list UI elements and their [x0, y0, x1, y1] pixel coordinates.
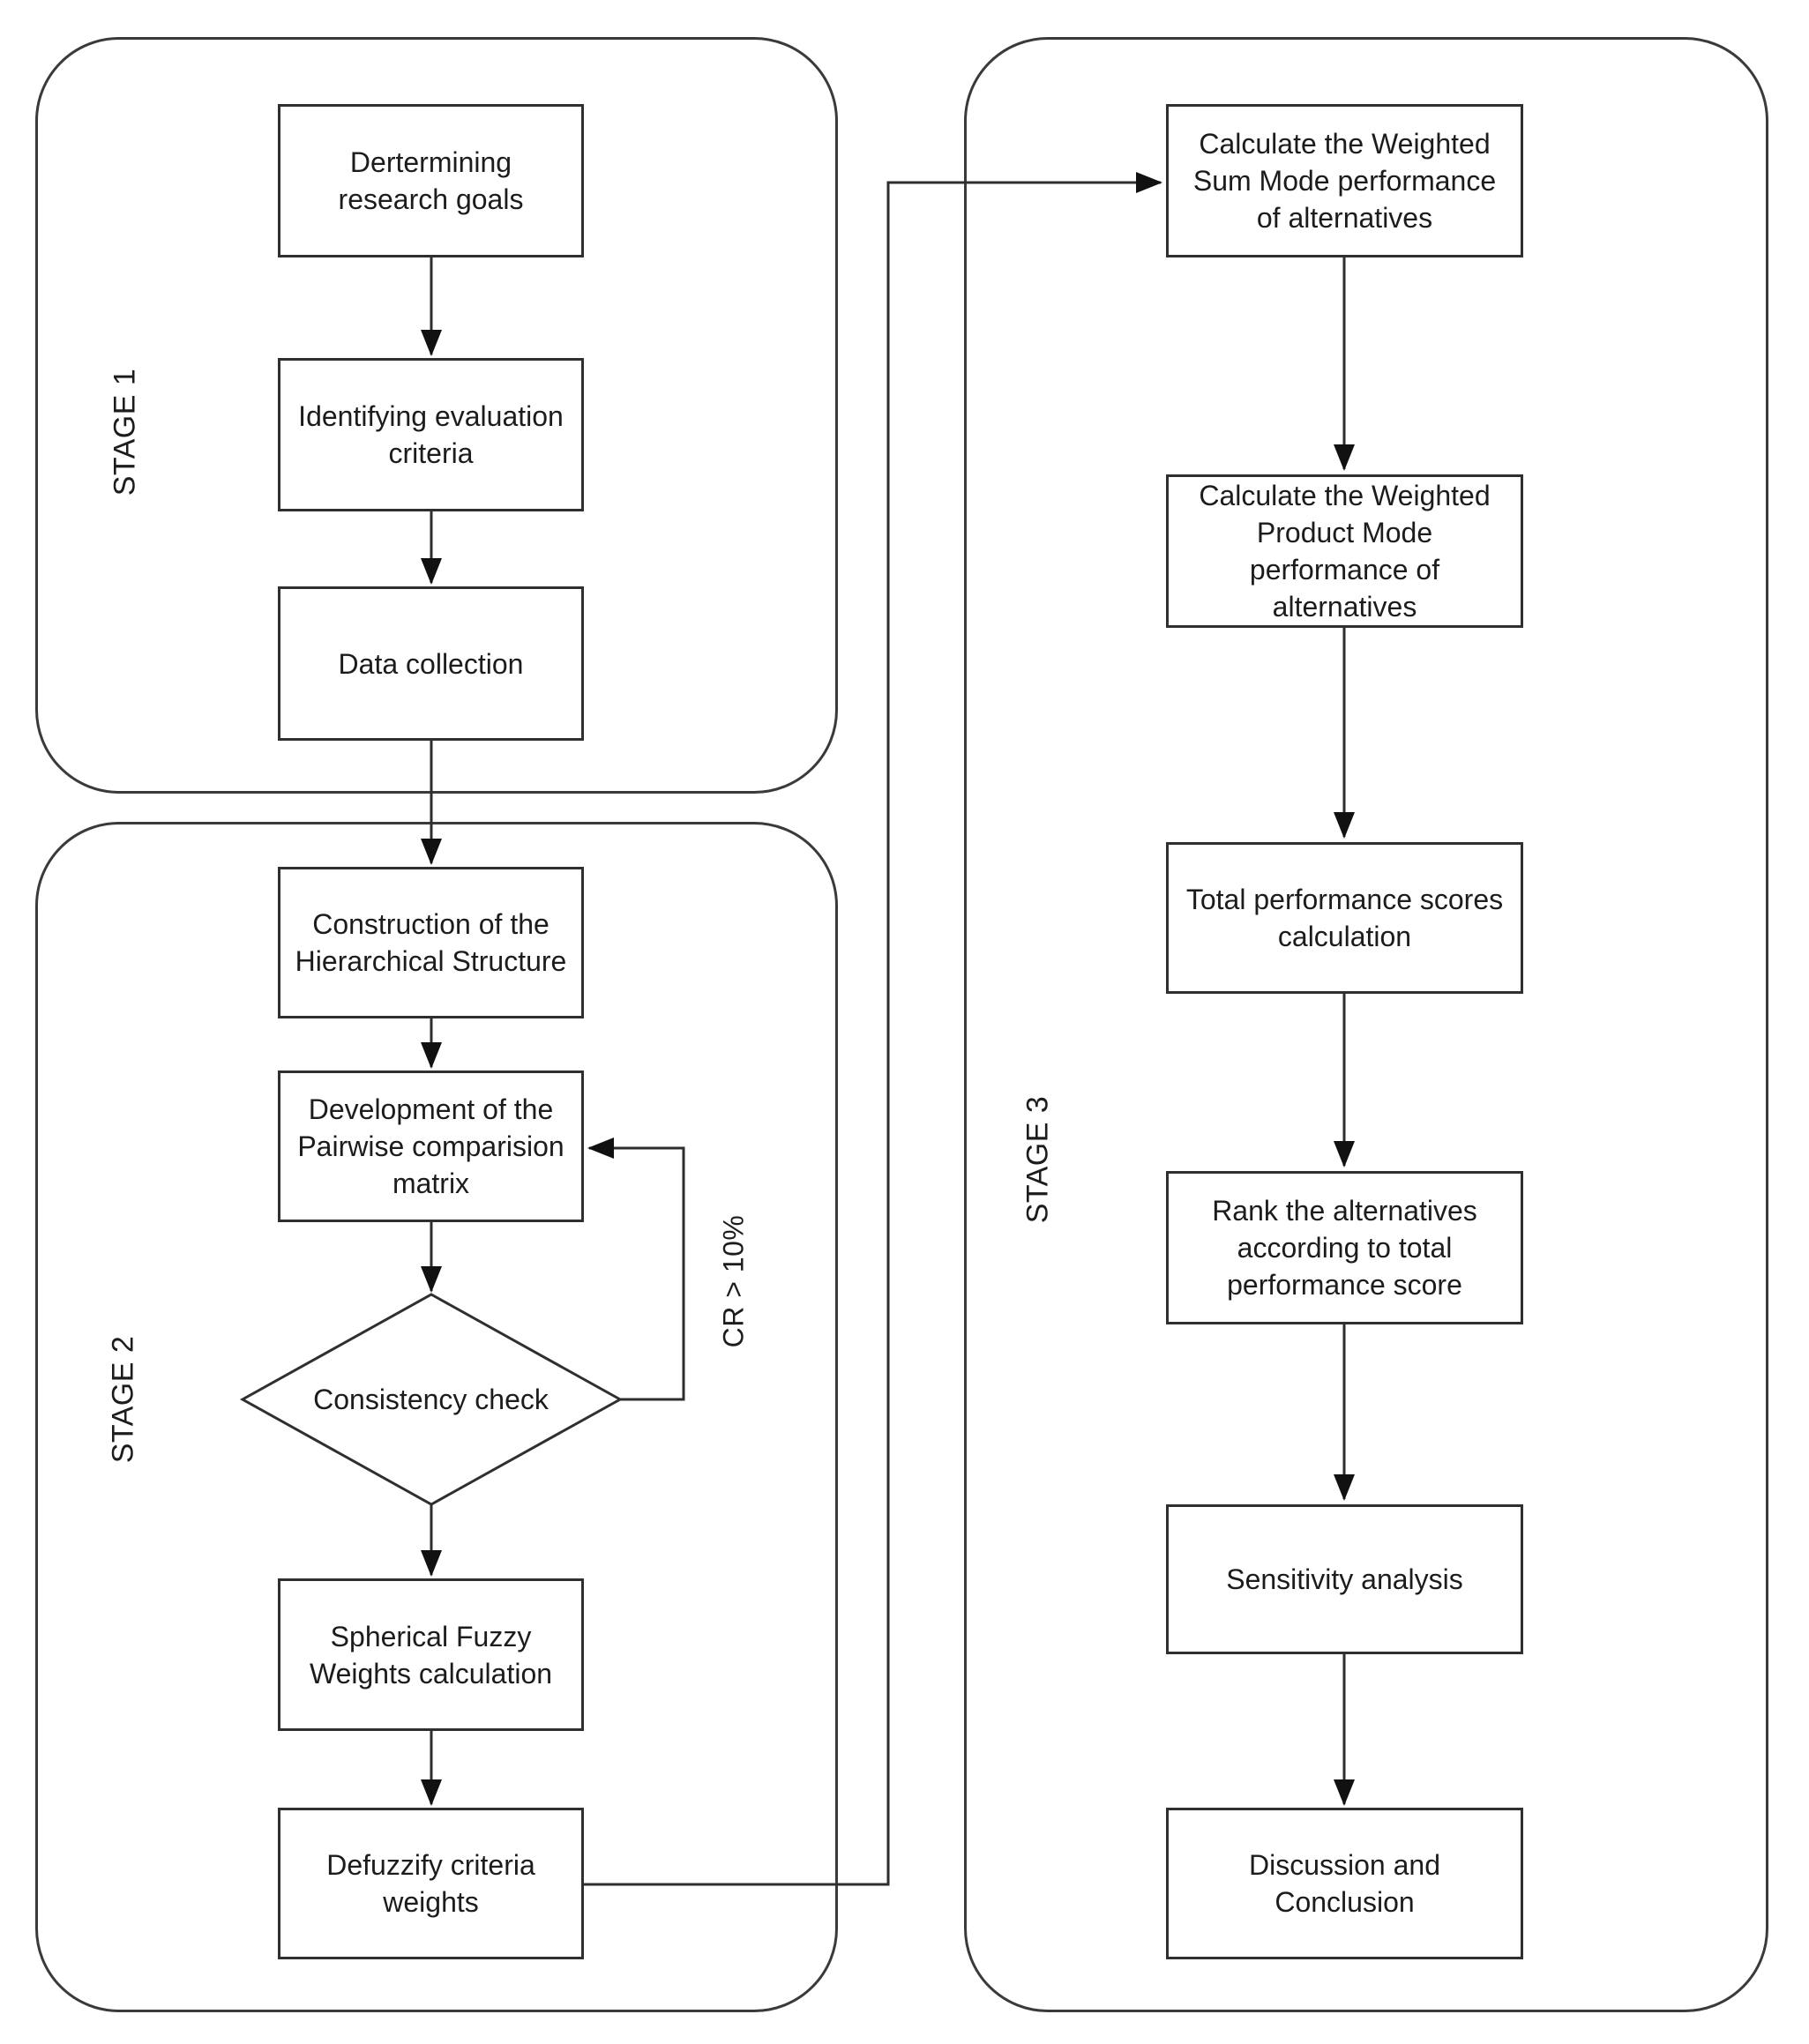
node-rank-alternatives: Rank the alternatives according to total… [1166, 1171, 1523, 1324]
stage2-group [35, 822, 838, 2012]
node-determining-research-goals: Dertermining research goals [278, 104, 584, 257]
node-identifying-evaluation-criteria: Identifying evaluation criteria [278, 358, 584, 511]
node-weighted-sum-mode: Calculate the Weighted Sum Mode performa… [1166, 104, 1523, 257]
loop-condition-label: CR > 10% [717, 1214, 750, 1348]
node-weighted-sum-mode-label: Calculate the Weighted Sum Mode performa… [1192, 128, 1497, 234]
node-discussion-conclusion-label: Discussion and Conclusion [1249, 1849, 1440, 1918]
node-sensitivity-analysis: Sensitivity analysis [1166, 1504, 1523, 1654]
arrow-defuzzify-to-wsm [584, 172, 1162, 1886]
node-weighted-product-mode-label: Calculate the Weighted Product Mode perf… [1199, 480, 1491, 623]
stage1-group [35, 37, 838, 794]
node-total-performance-scores-label: Total performance scores calculation [1185, 884, 1504, 952]
node-data-collection: Data collection [278, 586, 584, 741]
node-defuzzify-criteria-weights-label: Defuzzify criteria weights [326, 1849, 535, 1918]
stage1-label: STAGE 1 [108, 368, 142, 496]
node-data-collection-label: Data collection [338, 647, 524, 680]
stage2-label: STAGE 2 [106, 1335, 140, 1464]
node-spherical-fuzzy-weights: Spherical Fuzzy Weights calculation [278, 1578, 584, 1731]
consistency-check-diamond [239, 1293, 624, 1506]
node-rank-alternatives-label: Rank the alternatives according to total… [1212, 1195, 1477, 1301]
node-determining-research-goals-label: Dertermining research goals [338, 146, 524, 215]
node-construction-hierarchical-structure: Construction of the Hierarchical Structu… [278, 867, 584, 1018]
node-defuzzify-criteria-weights: Defuzzify criteria weights [278, 1808, 584, 1959]
arrow-consistency-loop-to-development [587, 1138, 685, 1401]
node-construction-hierarchical-structure-label: Construction of the Hierarchical Structu… [295, 908, 567, 977]
node-development-pairwise-matrix: Development of the Pairwise comparision … [278, 1070, 584, 1222]
node-spherical-fuzzy-weights-label: Spherical Fuzzy Weights calculation [309, 1620, 553, 1690]
node-discussion-conclusion: Discussion and Conclusion [1166, 1808, 1523, 1959]
stage3-group [964, 37, 1768, 2012]
stage3-label: STAGE 3 [1020, 1095, 1055, 1224]
node-consistency-check-label: Consistency check [313, 1384, 549, 1415]
node-weighted-product-mode: Calculate the Weighted Product Mode perf… [1166, 474, 1523, 628]
node-total-performance-scores: Total performance scores calculation [1166, 842, 1523, 994]
node-consistency-check: Consistency check [278, 1339, 584, 1460]
node-sensitivity-analysis-label: Sensitivity analysis [1226, 1563, 1463, 1595]
node-identifying-evaluation-criteria-label: Identifying evaluation criteria [298, 400, 564, 469]
node-development-pairwise-matrix-label: Development of the Pairwise comparision … [297, 1093, 564, 1199]
